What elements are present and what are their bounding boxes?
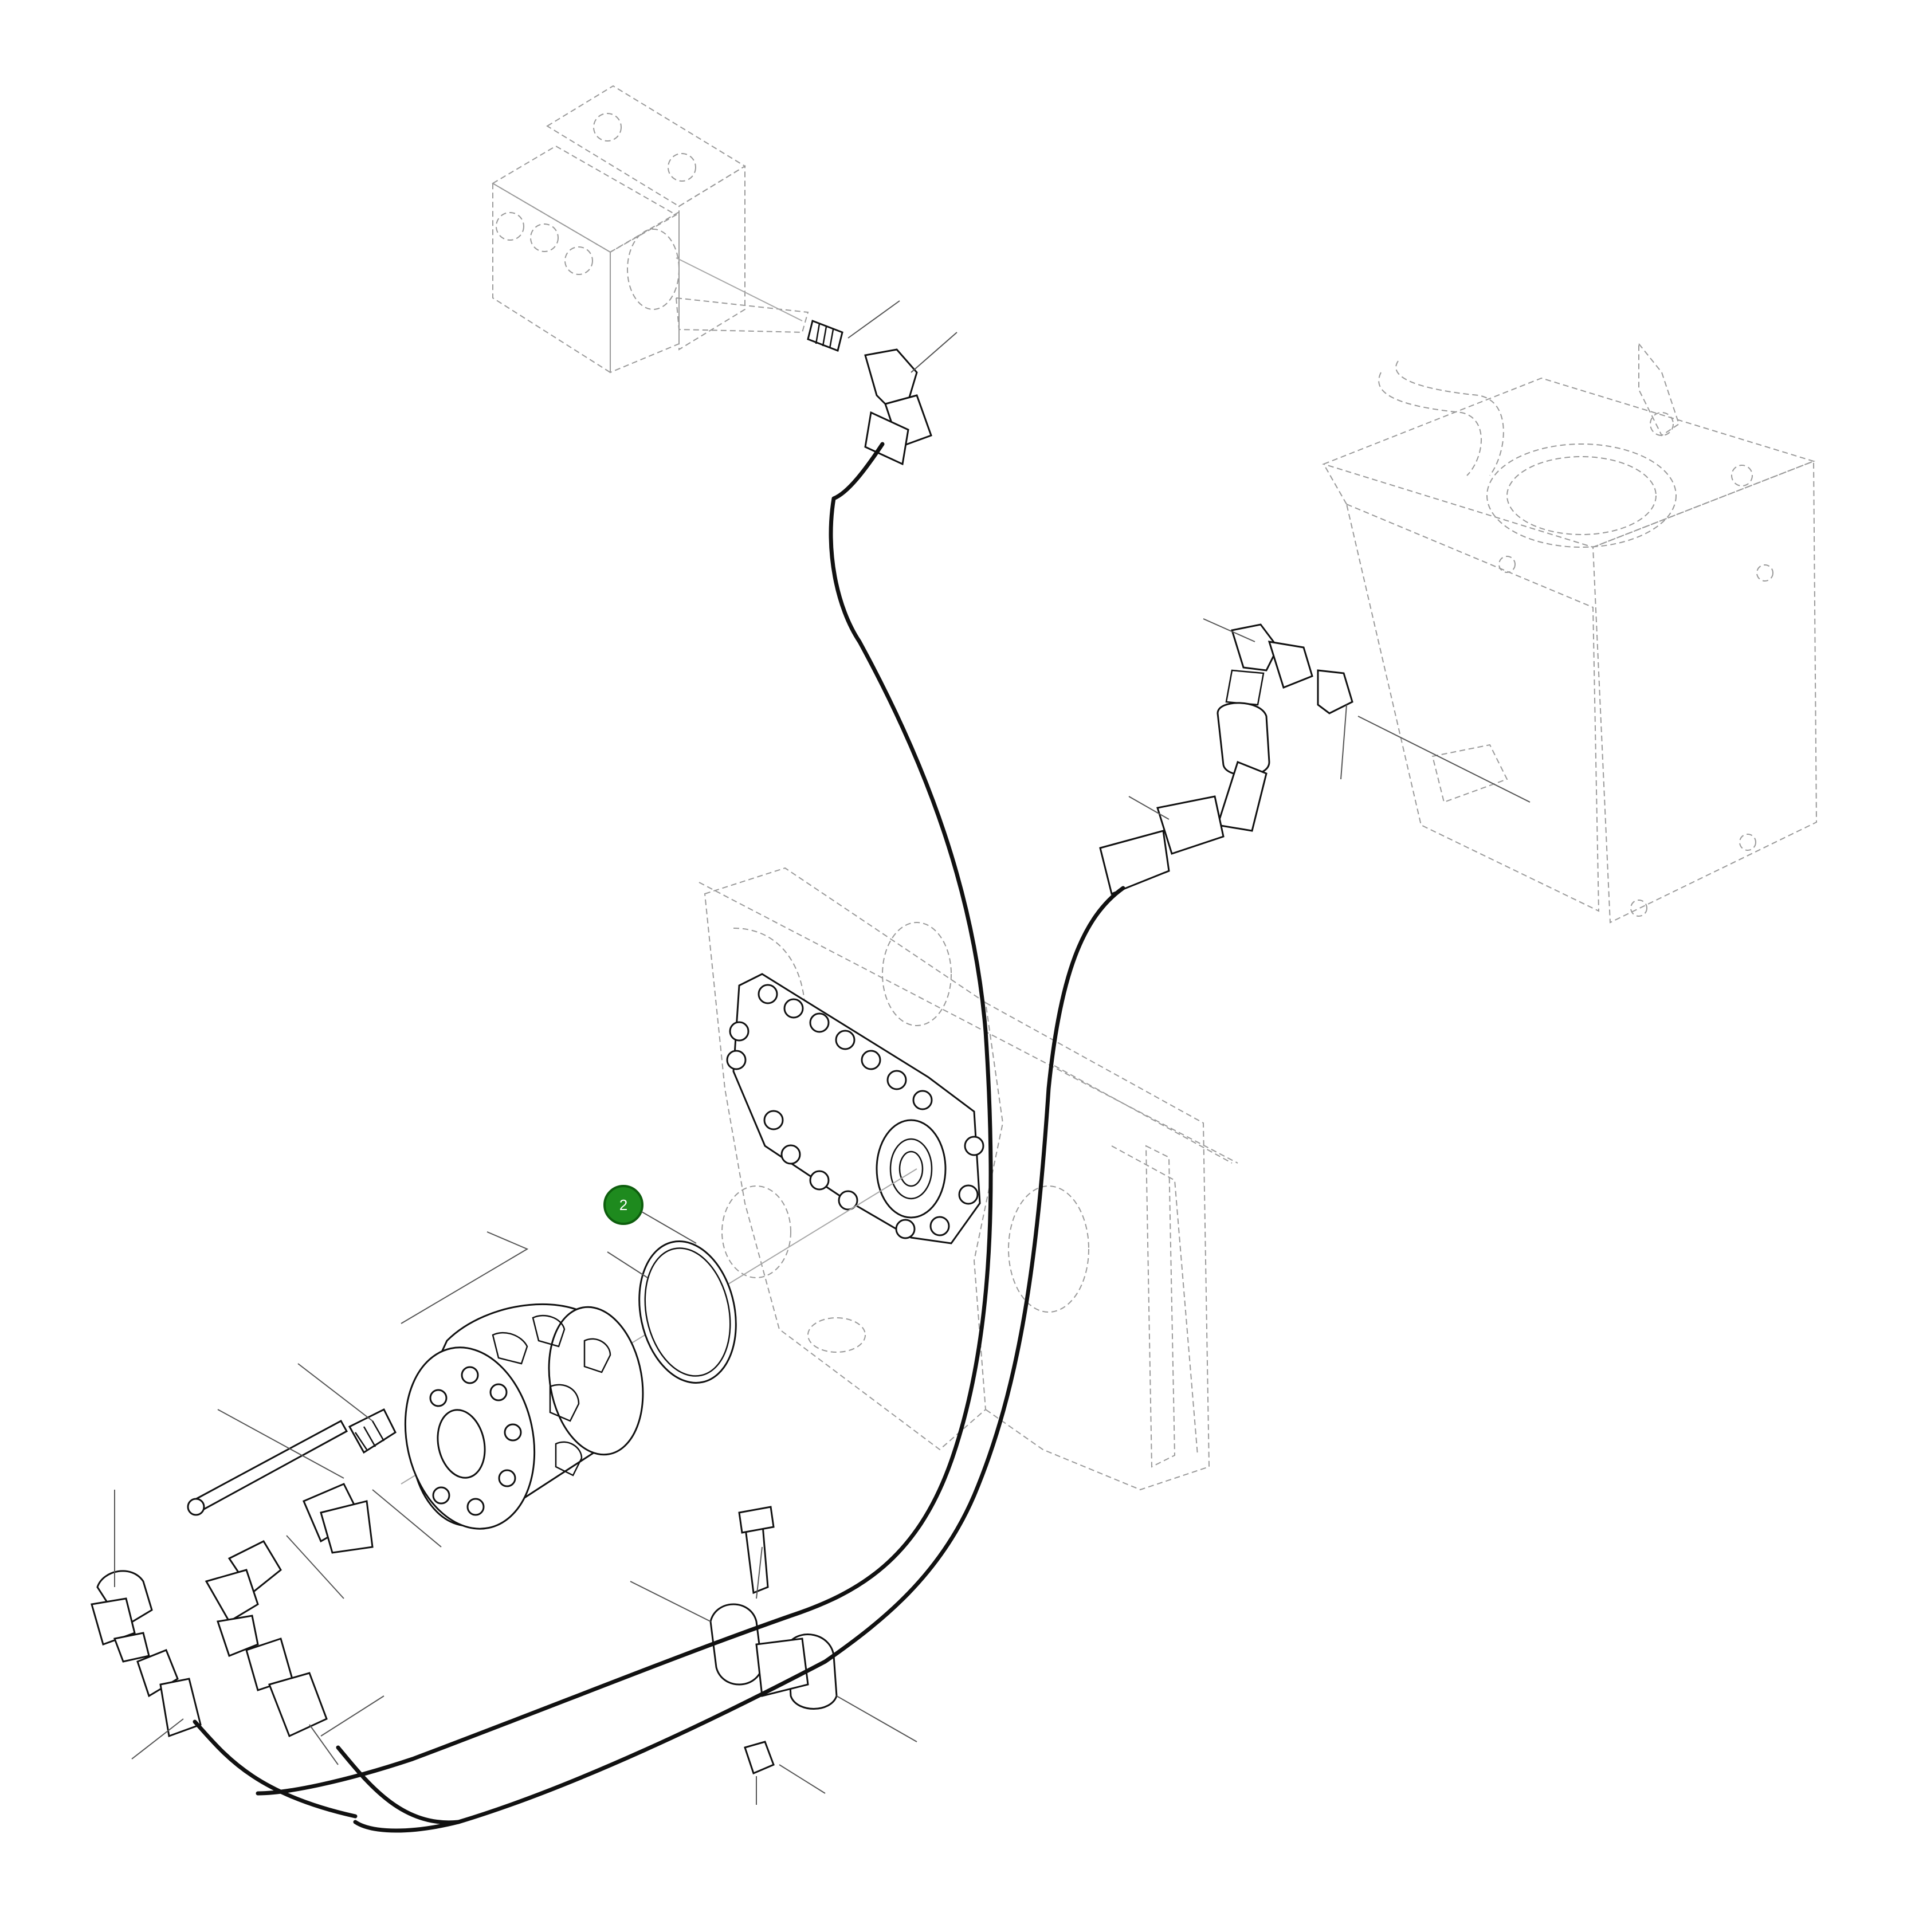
pump-cartridge-icon [404, 1303, 644, 1530]
callout-label: 2 [619, 1196, 627, 1214]
hose-clamp-icon [630, 1506, 917, 1805]
hose-line-upper [256, 442, 993, 1796]
hydraulic-tank-icon [1321, 342, 1818, 924]
callout-badge[interactable] [603, 1185, 643, 1225]
fitting-icon [91, 1363, 442, 1765]
valve-block-icon [492, 85, 809, 374]
fitting-icon [807, 300, 958, 466]
callout-2[interactable]: 2 [603, 1185, 643, 1225]
cover-plate-icon [726, 973, 984, 1244]
hose-line-lower [353, 886, 1125, 1833]
gear-housing-icon [699, 867, 1238, 1491]
hose-line-end-right [336, 1745, 461, 1825]
o-ring-icon [638, 1240, 737, 1384]
fitting-icon [1099, 618, 1531, 896]
hose-line-end-left [193, 1719, 358, 1819]
callout-leader [401, 1211, 697, 1324]
